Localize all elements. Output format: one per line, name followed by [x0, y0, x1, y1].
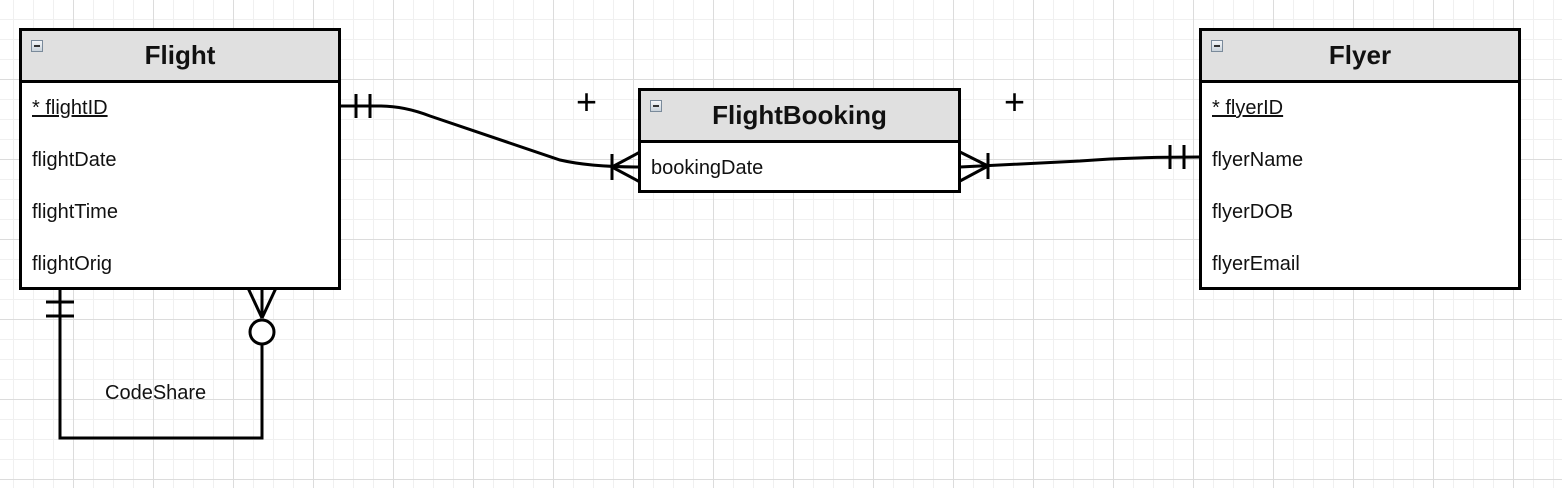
plus-marker-right: +: [1004, 81, 1026, 122]
entity-flight[interactable]: Flight * flightID flightDate flightTime …: [19, 28, 341, 290]
entity-header: Flight: [22, 31, 338, 83]
collapse-icon[interactable]: [1211, 40, 1223, 52]
booking-crowsfoot-right-upper: [959, 150, 989, 168]
collapse-icon[interactable]: [650, 100, 662, 112]
attribute-primary-key: * flyerID: [1212, 97, 1284, 119]
entity-title: Flyer: [1328, 40, 1392, 70]
attribute: bookingDate: [651, 157, 764, 179]
entity-header: Flyer: [1202, 31, 1518, 83]
booking-crowsfoot-right-lower: [959, 164, 989, 183]
attribute: flightOrig: [32, 253, 113, 275]
attribute: flyerEmail: [1212, 253, 1300, 275]
codeshare-zero-circle: [248, 318, 276, 346]
codeshare-crowsfoot-left: [246, 287, 264, 319]
booking-crowsfoot-upper: [611, 150, 641, 169]
codeshare-crowsfoot-right: [260, 287, 278, 319]
attribute: flightTime: [32, 201, 118, 223]
attribute-primary-key: * flightID: [32, 97, 108, 119]
collapse-icon[interactable]: [31, 40, 43, 52]
attribute: flyerName: [1212, 149, 1304, 171]
codeshare-line: [58, 288, 264, 440]
plus-marker-left: +: [576, 81, 598, 122]
booking-to-flyer-line: [959, 155, 1201, 169]
entity-title: FlightBooking: [712, 100, 887, 130]
relationship-label-codeshare[interactable]: CodeShare: [105, 382, 207, 404]
entity-flight-booking[interactable]: FlightBooking bookingDate: [638, 88, 961, 193]
booking-crowsfoot-lower: [611, 165, 641, 184]
entity-header: FlightBooking: [641, 91, 958, 143]
entity-title: Flight: [144, 40, 216, 70]
attribute: flightDate: [32, 149, 117, 171]
entity-flyer[interactable]: Flyer * flyerID flyerName flyerDOB flyer…: [1199, 28, 1521, 290]
attribute: flyerDOB: [1212, 201, 1294, 223]
